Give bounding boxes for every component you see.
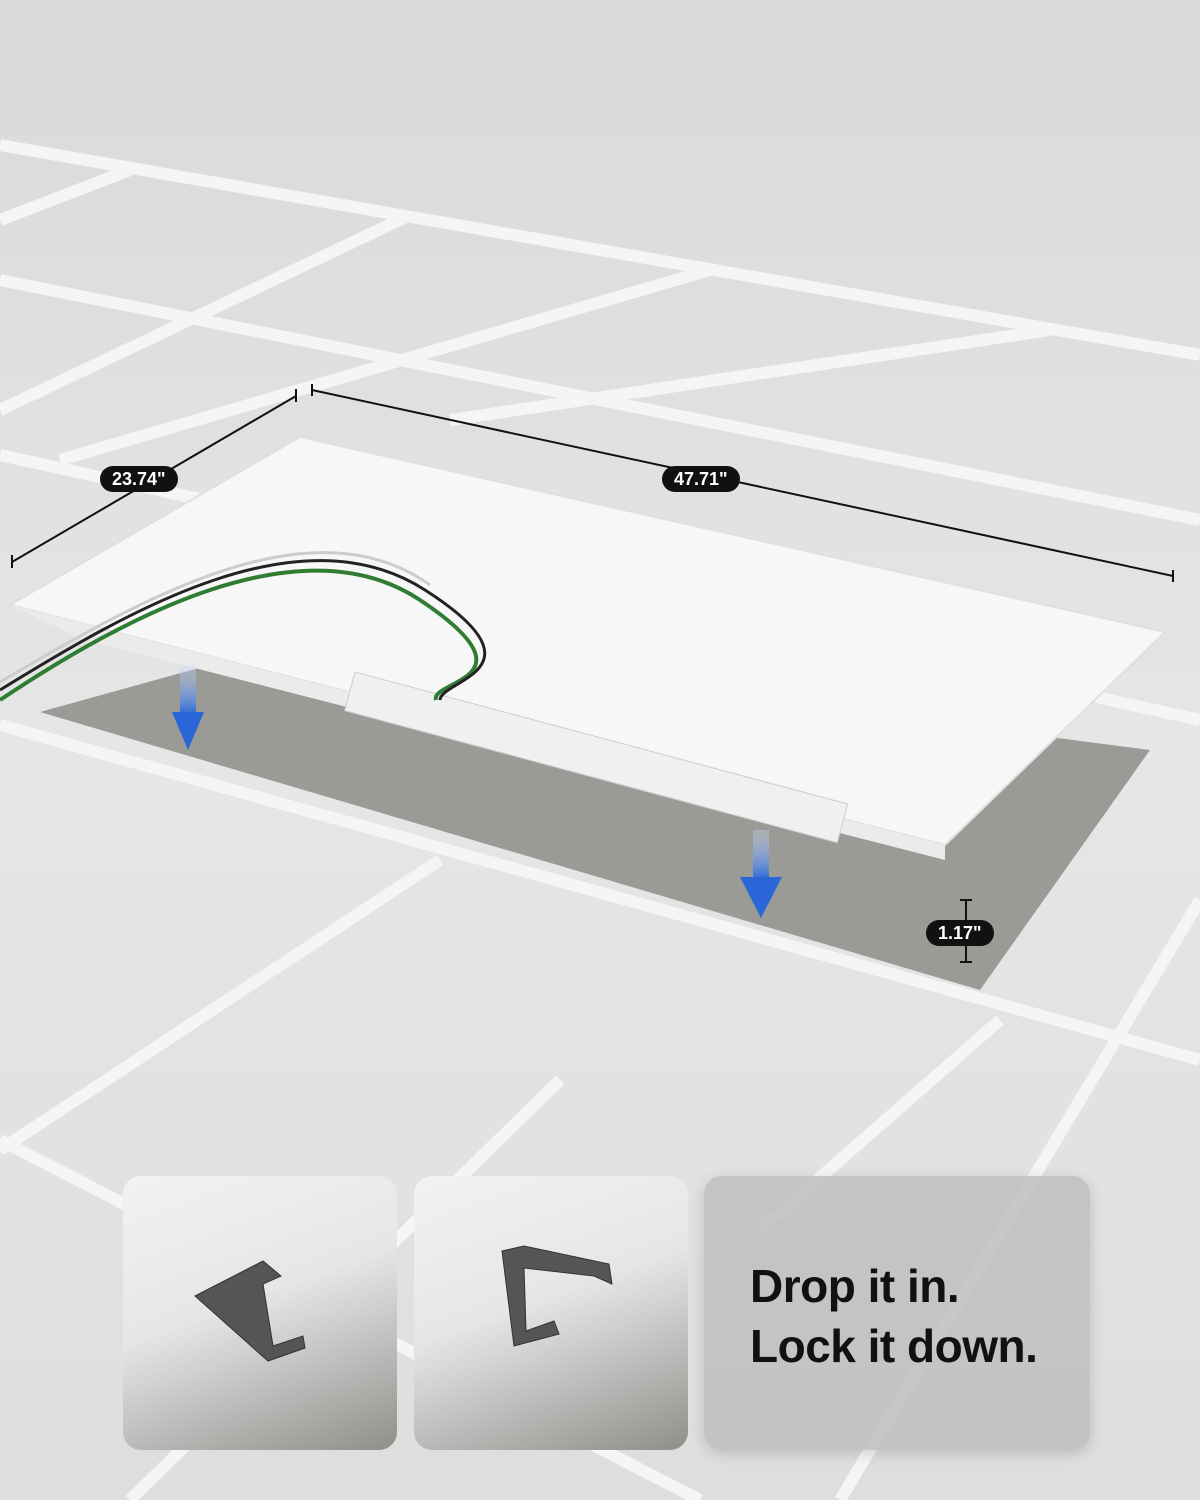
driver-box	[344, 671, 849, 844]
width-dimension-label: 23.74"	[100, 466, 178, 492]
length-dimension-label: 47.71"	[662, 466, 740, 492]
mounting-bracket-icon	[501, 1245, 613, 1347]
tagline-card: Drop it in. Lock it down.	[704, 1176, 1090, 1450]
wires	[0, 568, 479, 702]
bracket-detail-photo-1	[123, 1176, 397, 1450]
drop-arrow-left	[172, 665, 204, 750]
depth-dimension-label: 1.17"	[926, 920, 994, 946]
mounting-bracket-icon	[194, 1260, 306, 1362]
tagline-line-2: Lock it down.	[750, 1320, 1038, 1372]
tagline-line-1: Drop it in.	[750, 1260, 960, 1312]
drop-arrow-right	[740, 830, 782, 918]
bracket-detail-photo-2	[414, 1176, 688, 1450]
